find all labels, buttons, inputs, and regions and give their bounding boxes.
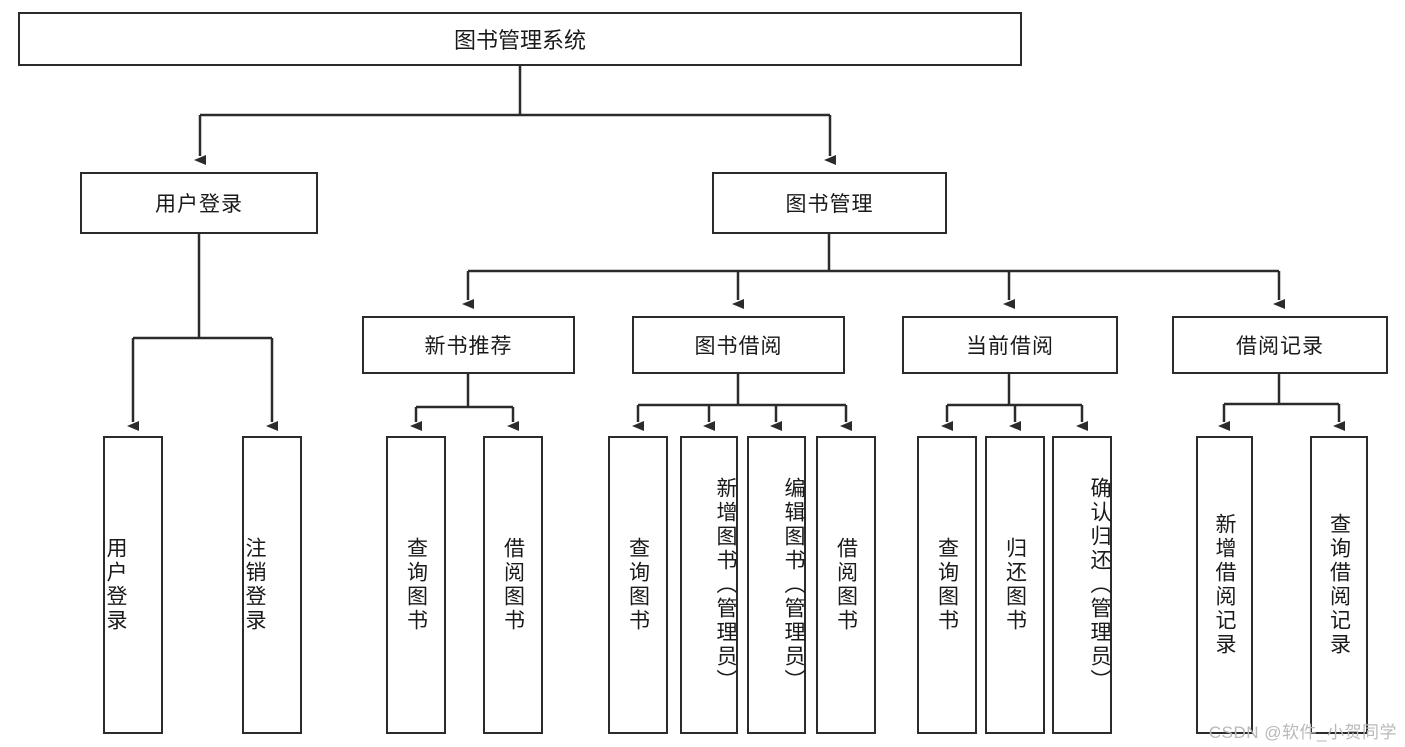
leaf-query-book-2-label: 查询图书 (626, 537, 650, 633)
leaf-confirm-return-label: 确认归还（管理员） (1088, 477, 1111, 693)
node-root[interactable]: 图书管理系统 (18, 12, 1022, 66)
leaf-edit-book[interactable]: 编辑图书（管理员） (747, 436, 806, 734)
leaf-query-record-label: 查询借阅记录 (1327, 513, 1351, 657)
node-user-login-label: 用户登录 (155, 193, 243, 216)
leaf-logout-login-label: 注销登录 (243, 537, 266, 633)
leaf-query-book-1-label: 查询图书 (404, 537, 428, 633)
leaf-user-login[interactable]: 用户登录 (103, 436, 163, 734)
leaf-return-book-label: 归还图书 (1003, 537, 1027, 633)
leaf-user-login-label: 用户登录 (104, 537, 127, 633)
node-book-manage-label: 图书管理 (785, 193, 874, 216)
node-new-book-recommend[interactable]: 新书推荐 (362, 316, 575, 374)
leaf-query-book-3-label: 查询图书 (935, 537, 959, 633)
leaf-edit-book-label: 编辑图书（管理员） (782, 477, 805, 693)
leaf-add-record-label: 新增借阅记录 (1213, 513, 1236, 657)
leaf-borrow-book-1-label: 借阅图书 (501, 537, 525, 633)
node-root-label: 图书管理系统 (453, 28, 586, 53)
node-borrow-record[interactable]: 借阅记录 (1172, 316, 1388, 374)
node-book-manage[interactable]: 图书管理 (712, 172, 947, 234)
leaf-confirm-return[interactable]: 确认归还（管理员） (1052, 436, 1112, 734)
leaf-borrow-book-2[interactable]: 借阅图书 (816, 436, 876, 734)
node-user-login[interactable]: 用户登录 (80, 172, 318, 234)
node-book-borrow-label: 图书借阅 (694, 335, 783, 358)
node-current-borrow[interactable]: 当前借阅 (902, 316, 1118, 374)
leaf-add-book-label: 新增图书（管理员） (714, 477, 737, 693)
leaf-borrow-book-1[interactable]: 借阅图书 (483, 436, 543, 734)
node-current-borrow-label: 当前借阅 (966, 335, 1054, 358)
leaf-query-record[interactable]: 查询借阅记录 (1310, 436, 1368, 734)
leaf-add-book[interactable]: 新增图书（管理员） (680, 436, 738, 734)
csdn-watermark: CSDN @软件_小贺同学 (1208, 723, 1397, 742)
leaf-borrow-book-2-label: 借阅图书 (834, 537, 858, 633)
node-borrow-record-label: 借阅记录 (1236, 335, 1324, 358)
leaf-logout-login[interactable]: 注销登录 (242, 436, 302, 734)
leaf-add-record[interactable]: 新增借阅记录 (1196, 436, 1253, 734)
node-book-borrow[interactable]: 图书借阅 (632, 316, 845, 374)
leaf-query-book-1[interactable]: 查询图书 (386, 436, 446, 734)
leaf-query-book-2[interactable]: 查询图书 (608, 436, 668, 734)
leaf-query-book-3[interactable]: 查询图书 (917, 436, 977, 734)
node-new-book-recommend-label: 新书推荐 (424, 335, 513, 358)
leaf-return-book[interactable]: 归还图书 (985, 436, 1045, 734)
